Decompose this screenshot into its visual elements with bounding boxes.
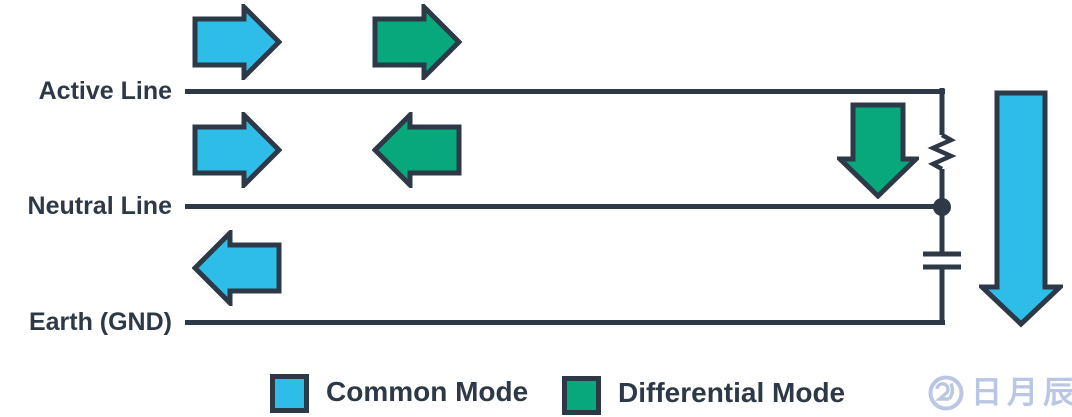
termination-circuit [923,88,961,323]
common-mode-legend-swatch [270,374,309,413]
junction-dot [933,198,951,216]
sun-moon-logo-icon [928,375,964,411]
earth-gnd-wire [185,320,945,325]
earth-gnd-label: Earth (GND) [28,308,172,336]
differential-mode-legend-label: Differential Mode [618,377,846,408]
common-mode-legend-label: Common Mode [326,376,529,407]
common-mode-left-arrow-icon [192,230,282,306]
active-line-wire [185,89,945,94]
neutral-line-label: Neutral Line [27,192,172,220]
watermark: 日月辰 [926,373,1072,413]
active-line-label: Active Line [38,77,172,105]
differential-mode-right-arrow-icon [372,4,462,80]
common-mode-return-down-arrow-icon [979,90,1063,328]
differential-mode-legend-swatch [562,376,601,415]
common-mode-right-arrow-icon [192,4,282,80]
neutral-line-wire [185,204,940,209]
resistor-symbol [927,133,957,171]
common-mode-right-arrow-icon [192,112,282,188]
differential-mode-down-arrow-icon [837,102,919,199]
differential-mode-left-arrow-icon [372,112,462,188]
watermark-text: 日月辰 [971,375,1072,411]
